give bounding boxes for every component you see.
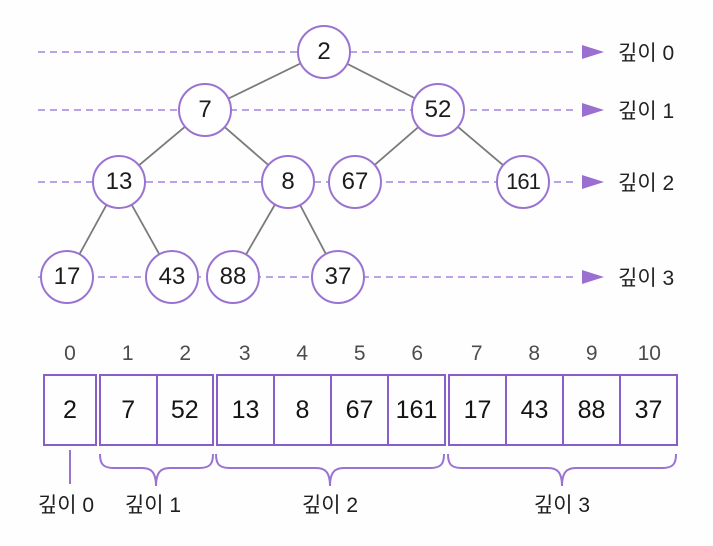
tree-node: 13 [92, 155, 146, 209]
depth-arrow-icon [582, 103, 604, 117]
brace-depth-2 [215, 453, 445, 487]
array-cell: 161 [387, 376, 444, 444]
tree-node: 67 [328, 155, 382, 209]
array-cell: 17 [463, 395, 492, 424]
array-cell: 2 [63, 395, 77, 424]
array-group-depth-3: 17 43 88 37 [448, 374, 678, 446]
array-index: 9 [585, 342, 598, 365]
group-braces [69, 450, 677, 487]
array-cell: 7 [121, 395, 136, 424]
array-depth-label-0: 깊이 0 [37, 494, 95, 517]
tree-node: 17 [40, 250, 94, 304]
array-group-depth-0: 2 [43, 374, 97, 446]
array-index: 5 [353, 342, 366, 365]
array-index: 8 [528, 342, 541, 365]
array-index: 7 [470, 342, 483, 365]
array-depth-label-1: 깊이 1 [124, 494, 182, 517]
depth-arrow-icon [582, 45, 604, 59]
tree-node: 8 [261, 155, 315, 209]
array-index: 1 [121, 342, 134, 365]
array-index: 3 [238, 342, 251, 365]
array-cell: 43 [505, 376, 562, 444]
array-group-depth-1: 7 52 [99, 374, 214, 446]
array-cell: 52 [155, 376, 213, 444]
array-index: 6 [411, 342, 424, 365]
array-index: 0 [64, 342, 76, 365]
array-group-depth-2: 13 8 67 161 [216, 374, 446, 446]
array-cell: 67 [330, 376, 387, 444]
array-cells: 2 7 52 13 8 67 161 17 43 88 37 [43, 374, 678, 446]
tree-node: 52 [411, 83, 465, 137]
array-cell: 13 [231, 395, 260, 424]
tree-depth-label-3: 깊이 3 [618, 267, 675, 290]
array-depth-label-2: 깊이 2 [301, 494, 359, 517]
brace-depth-3 [447, 453, 677, 487]
tree-node: 161 [496, 155, 550, 209]
array-cell: 37 [619, 376, 676, 444]
array-index: 2 [179, 342, 192, 365]
array-index: 10 [637, 342, 661, 365]
tree-node: 7 [178, 83, 232, 137]
array-cell: 88 [562, 376, 619, 444]
brace-depth-1 [99, 453, 214, 487]
tree-node: 43 [145, 250, 199, 304]
array-index-row: 0 1 2 3 4 5 6 7 8 9 10 [43, 339, 678, 369]
tree-depth-label-1: 깊이 1 [618, 100, 675, 123]
array-depth-label-3: 깊이 3 [533, 494, 591, 517]
tree-node: 2 [297, 25, 351, 79]
array-index: 4 [296, 342, 309, 365]
depth-arrow-icon [582, 175, 604, 189]
tree-depth-label-0: 깊이 0 [618, 42, 675, 65]
array-cell: 8 [273, 376, 330, 444]
depth-arrow-icon [582, 270, 604, 284]
tree-node: 88 [206, 250, 260, 304]
tree-node: 37 [311, 250, 365, 304]
tree-depth-label-2: 깊이 2 [618, 172, 675, 195]
